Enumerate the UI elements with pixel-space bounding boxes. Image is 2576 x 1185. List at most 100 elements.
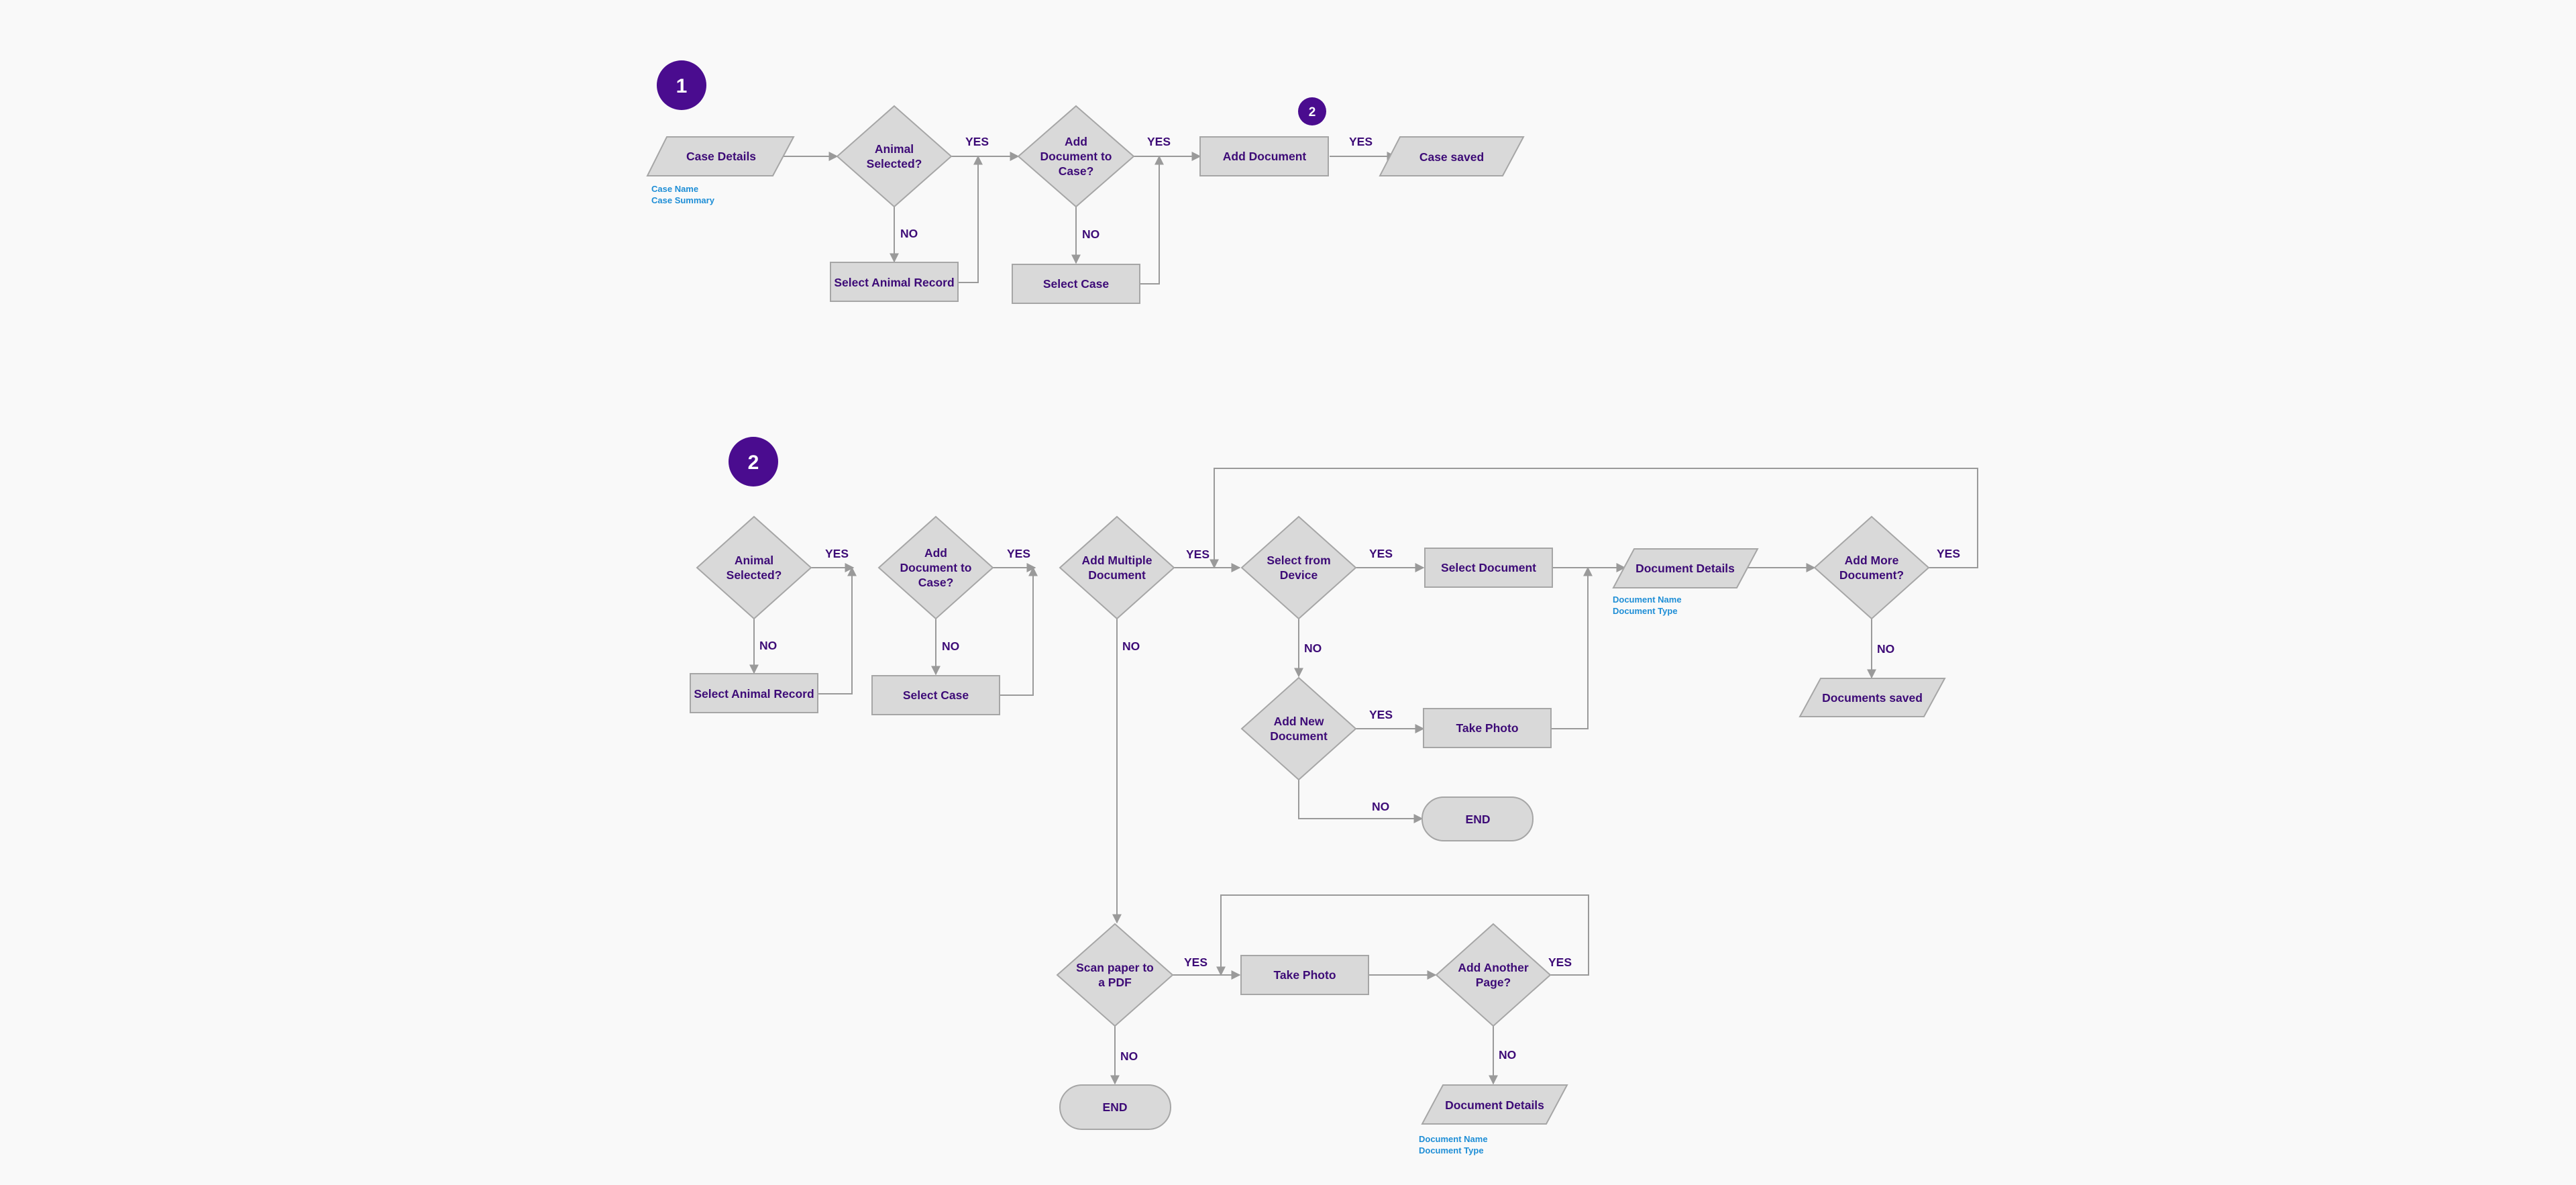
label-yes: YES [1369, 547, 1393, 560]
svg-text:Select Animal Record: Select Animal Record [694, 687, 814, 701]
label-line: a PDF [1098, 976, 1132, 989]
label-yes: YES [1007, 547, 1030, 560]
label-no: NO [1877, 642, 1894, 656]
label-line: Add New [1274, 715, 1324, 728]
label-line: Page? [1476, 976, 1511, 989]
edge-labels: YES NO YES NO YES YES NO YES NO YES NO Y… [759, 135, 1960, 1063]
flow2-badge: 2 [729, 437, 778, 486]
label-yes: YES [1937, 547, 1960, 560]
flow1-badge: 1 [657, 60, 706, 110]
label-line: Document Name [1419, 1134, 1488, 1144]
node-f1-case-saved: Case saved [1379, 136, 1525, 176]
label-line: Add [924, 546, 947, 560]
label-line: Document Name [1613, 595, 1682, 605]
label-no: NO [1304, 641, 1322, 655]
svg-text:END: END [1466, 813, 1491, 826]
edge-f2-select-animal-record-return [818, 566, 857, 694]
label-line: Document? [1839, 568, 1904, 582]
label-line: Document to [1040, 150, 1112, 163]
label-line: Selected? [867, 157, 922, 170]
label-no: NO [1372, 800, 1389, 813]
svg-text:Scan paper toa PDF: Scan paper to a PDF [1076, 961, 1154, 989]
edge-f2-take-photo-1-to-details [1551, 566, 1593, 729]
node-f2-select-document: Select Document [1424, 548, 1553, 588]
svg-text:Documents saved: Documents saved [1822, 691, 1923, 705]
svg-text:Case saved: Case saved [1419, 150, 1484, 164]
label-no: NO [1120, 1049, 1138, 1063]
label-no: NO [942, 639, 959, 653]
svg-text:Select Animal Record: Select Animal Record [834, 276, 954, 289]
node-f1-add-document: Add Document [1199, 136, 1329, 176]
edge-f2-add-more-yes-loop [1210, 468, 1978, 569]
node-f2-take-photo-2: Take Photo [1240, 955, 1369, 995]
svg-text:Take Photo: Take Photo [1456, 721, 1518, 735]
label-line: Animal [875, 142, 914, 156]
node-f2-scan-paper-to-pdf: Scan paper to a PDF [1056, 923, 1174, 1027]
node-f1-select-case: Select Case [1012, 264, 1140, 304]
svg-text:Case Details: Case Details [686, 150, 756, 163]
label-yes: YES [1147, 135, 1171, 148]
flow1-ref-badge: 2 [1298, 97, 1326, 125]
edge-f2-add-another-yes-loop [1216, 894, 1589, 976]
node-f2-document-details-2: Document Details [1421, 1084, 1568, 1125]
label-line: Document [1088, 568, 1146, 582]
edge-f2-select-case-return [1000, 566, 1038, 696]
flow1-ref-badge-number: 2 [1309, 105, 1316, 119]
label-line: Device [1280, 568, 1318, 582]
edge-f2-add-new-document-no [1298, 780, 1424, 823]
label-line: Add More [1845, 554, 1899, 567]
node-f2-end-2: END [1059, 1084, 1171, 1130]
label-no: NO [900, 227, 918, 240]
label-line: Selected? [727, 568, 782, 582]
label-no: NO [1122, 639, 1140, 653]
label-line: Document [1270, 729, 1328, 743]
label-line: Document Type [1613, 606, 1678, 616]
label-line: Add [1065, 135, 1087, 148]
label-line: Document Type [1419, 1145, 1484, 1155]
label-line: Case? [918, 576, 954, 589]
label-line: Case Summary [651, 195, 715, 205]
label-no: NO [1082, 227, 1099, 241]
node-f2-select-animal-record: Select Animal Record [690, 673, 818, 713]
label-line: Animal [735, 554, 773, 567]
svg-text:END: END [1103, 1100, 1128, 1114]
label-yes: YES [965, 135, 989, 148]
label-yes: YES [1184, 956, 1208, 969]
node-f2-documents-saved: Documents saved [1799, 678, 1946, 717]
label-line: Scan paper to [1076, 961, 1154, 974]
label-yes: YES [1369, 708, 1393, 721]
node-f2-select-case: Select Case [871, 675, 1000, 715]
label-yes: YES [1349, 135, 1373, 148]
svg-text:Document Details: Document Details [1635, 562, 1735, 575]
label-line: Document to [900, 561, 972, 574]
label-no: NO [1499, 1048, 1516, 1062]
label-line: Case Name [651, 184, 698, 194]
flow1-badge-number: 1 [676, 75, 688, 97]
label-yes: YES [825, 547, 849, 560]
label-line: Add Another [1458, 961, 1528, 974]
node-f2-end-1: END [1421, 796, 1534, 841]
svg-text:Select Case: Select Case [903, 688, 969, 702]
svg-text:Take Photo: Take Photo [1273, 968, 1336, 982]
edge-f1-select-animal-record-return [958, 155, 983, 283]
